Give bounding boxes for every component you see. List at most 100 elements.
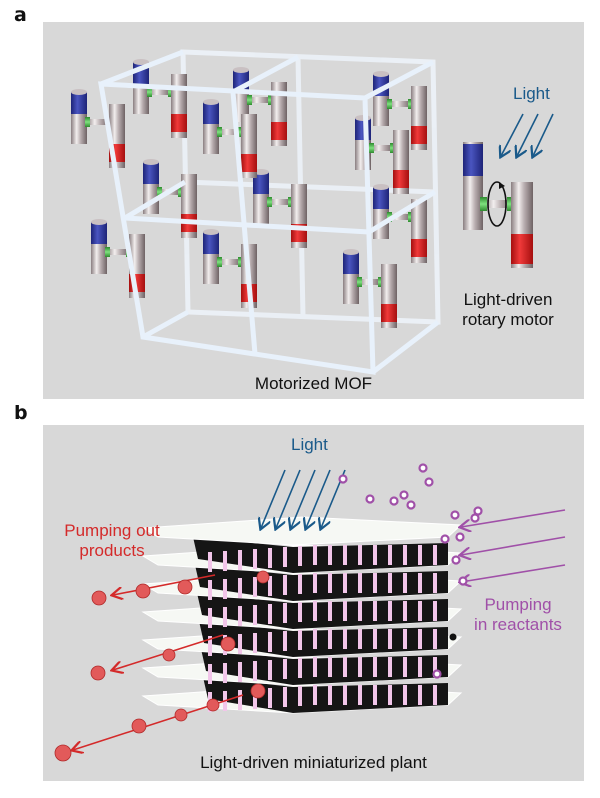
plant-pillar — [253, 689, 257, 709]
plant-pillar — [343, 685, 347, 705]
plant-pillar — [388, 629, 392, 649]
plant-pillar — [433, 629, 437, 649]
plant-pillar — [433, 685, 437, 705]
plant-pillar — [298, 658, 302, 678]
products-label: Pumping out products — [47, 521, 177, 560]
plant-pillar — [253, 549, 257, 569]
plant-pillar — [298, 574, 302, 594]
plant-pillar — [358, 657, 362, 677]
plant-pillar — [283, 603, 287, 623]
plant-pillar — [253, 661, 257, 681]
plant-pillar — [418, 629, 422, 649]
plant-pillar — [313, 629, 317, 649]
plant-pillar — [358, 601, 362, 621]
plant-pillar — [238, 634, 242, 654]
panel-b-letter: b — [14, 402, 28, 424]
plant-pillar — [313, 657, 317, 677]
catalyst-dot — [449, 633, 457, 641]
plant-pillar — [373, 685, 377, 705]
plant-pillar — [313, 573, 317, 593]
plant-pillar — [343, 657, 347, 677]
plant-pillar — [298, 630, 302, 650]
plant-pillar — [433, 601, 437, 621]
products-label-line2: products — [79, 540, 145, 560]
plant-pillar — [403, 657, 407, 677]
plant-pillar — [388, 545, 392, 565]
plant-pillar — [328, 573, 332, 593]
plant-pillar — [223, 551, 227, 571]
plant-pillar — [268, 604, 272, 624]
plant-layer-stack — [141, 516, 463, 714]
plant-pillar — [433, 545, 437, 565]
plant-pillar — [418, 573, 422, 593]
plant-pillar — [328, 657, 332, 677]
plant-pillar — [208, 580, 212, 600]
plant-pillar — [373, 545, 377, 565]
plant-pillar — [388, 601, 392, 621]
plant-pillar — [373, 601, 377, 621]
plant-pillar — [268, 576, 272, 596]
plant-pillar — [268, 660, 272, 680]
plant-pillar — [343, 629, 347, 649]
reactants-label: Pumping in reactants — [453, 595, 583, 634]
plant-pillar — [253, 605, 257, 625]
plant-pillar — [208, 552, 212, 572]
inset-light-arrows — [501, 113, 554, 156]
plant-pillar — [403, 573, 407, 593]
plant-pillar — [343, 545, 347, 565]
mof-frame-front — [98, 49, 440, 375]
plant-pillar — [418, 657, 422, 677]
plant-pillar — [208, 608, 212, 628]
panel-b-miniaturized-plant: Light Pumping out products Pumping in re… — [43, 425, 584, 781]
plant-pillar — [358, 685, 362, 705]
plant-pillar — [313, 685, 317, 705]
plant-pillar — [298, 602, 302, 622]
plant-pillar — [268, 688, 272, 708]
inset-rotary-motor — [463, 142, 533, 268]
plant-pillar — [238, 662, 242, 682]
products-label-line1: Pumping out — [64, 521, 160, 540]
reactants-label-line2: in reactants — [474, 614, 562, 634]
reactant-molecules — [338, 463, 483, 679]
plant-pillar — [253, 633, 257, 653]
plant-pillar — [283, 575, 287, 595]
plant-pillar — [328, 601, 332, 621]
plant-pillar — [388, 685, 392, 705]
inset-motor-label-line2: rotary motor — [462, 309, 554, 329]
plant-pillar — [388, 657, 392, 677]
plant-pillar — [373, 657, 377, 677]
plant-pillar — [283, 687, 287, 707]
plant-pillar — [238, 578, 242, 598]
plant-layer-core — [201, 649, 448, 685]
plant-pillar — [223, 607, 227, 627]
plant-pillar — [238, 550, 242, 570]
plant-layer-core — [199, 621, 448, 657]
inset-light-label: Light — [513, 84, 550, 103]
plant-pillar — [388, 573, 392, 593]
plant-pillar — [238, 606, 242, 626]
reactant-arrows — [461, 509, 566, 582]
plant-pillar — [403, 629, 407, 649]
plant-pillar — [418, 545, 422, 565]
plant-layer-core — [203, 677, 448, 713]
plant-pillar — [418, 685, 422, 705]
plant-layer-core — [197, 593, 448, 629]
plant-pillar — [298, 546, 302, 566]
plant-pillar — [208, 636, 212, 656]
panel-a-caption: Motorized MOF — [254, 374, 373, 393]
plant-pillar — [373, 629, 377, 649]
plant-pillar — [328, 629, 332, 649]
plant-pillar — [343, 573, 347, 593]
plant-pillar — [403, 545, 407, 565]
panel-b-caption: Light-driven miniaturized plant — [200, 753, 427, 772]
plant-pillar — [268, 632, 272, 652]
plant-pillar — [223, 579, 227, 599]
plant-pillar — [403, 601, 407, 621]
plant-pillar — [343, 601, 347, 621]
plant-pillar — [433, 573, 437, 593]
plant-pillar — [208, 664, 212, 684]
panel-a-motorized-mof: Light Light-driven rotary motor Motorize… — [43, 22, 584, 399]
plant-pillar — [418, 601, 422, 621]
plant-pillar — [358, 629, 362, 649]
plant-layer-plate — [141, 516, 463, 546]
